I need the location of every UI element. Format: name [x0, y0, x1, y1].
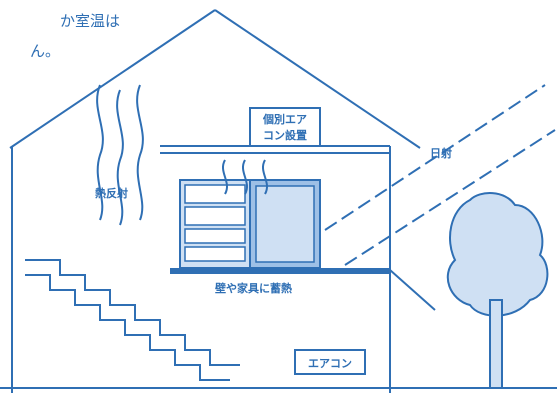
roof-right: [214, 9, 421, 149]
heat-waves: [96, 84, 144, 226]
heat-storage-label: 壁や家具に蓄熱: [215, 281, 292, 295]
individual-ac-label-1: 個別エア: [262, 112, 307, 126]
caption-line-2: ん。: [30, 42, 61, 60]
roof-left: [9, 9, 216, 149]
individual-ac-box: 個別エア コン設置: [249, 107, 321, 147]
floor-slab: [170, 268, 390, 274]
staircase: [25, 259, 240, 381]
caption-line-1: か室温は: [60, 12, 121, 30]
individual-ac-label-2: コン設置: [263, 128, 307, 142]
aircon-box: エアコン: [294, 349, 366, 375]
aircon-label: エアコン: [308, 357, 352, 370]
sunlight-rays: [324, 84, 556, 266]
cabinet: [179, 179, 321, 269]
tree: [446, 192, 549, 389]
heat-reflection-label: 熱反射: [95, 186, 128, 200]
furniture-heat-waves: [222, 159, 268, 195]
airflow-arrow: [389, 269, 436, 311]
sunlight-label: 日射: [430, 146, 452, 160]
